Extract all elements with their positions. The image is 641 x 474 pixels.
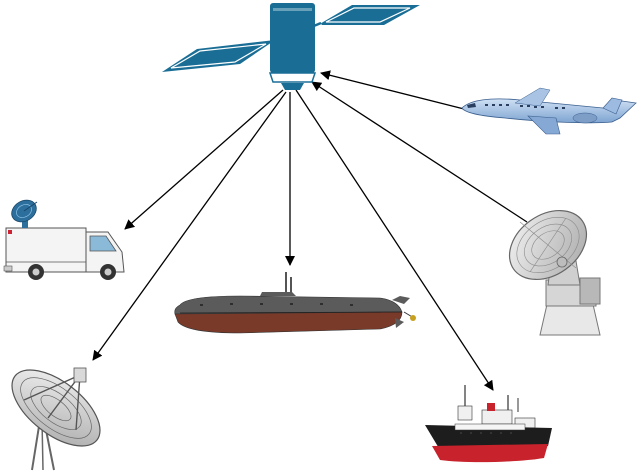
arrow-airplane-to-satellite bbox=[321, 73, 468, 110]
connection-arrows bbox=[93, 73, 527, 390]
satellite-van-icon bbox=[4, 196, 124, 280]
satellite-icon bbox=[162, 3, 420, 90]
radar-dish-icon bbox=[496, 196, 600, 335]
submarine-icon bbox=[175, 272, 416, 333]
arrow-satellite-to-van bbox=[125, 90, 283, 229]
parabolic-antenna-icon bbox=[0, 355, 113, 470]
airplane-icon bbox=[462, 88, 636, 134]
ship-icon bbox=[425, 385, 552, 462]
